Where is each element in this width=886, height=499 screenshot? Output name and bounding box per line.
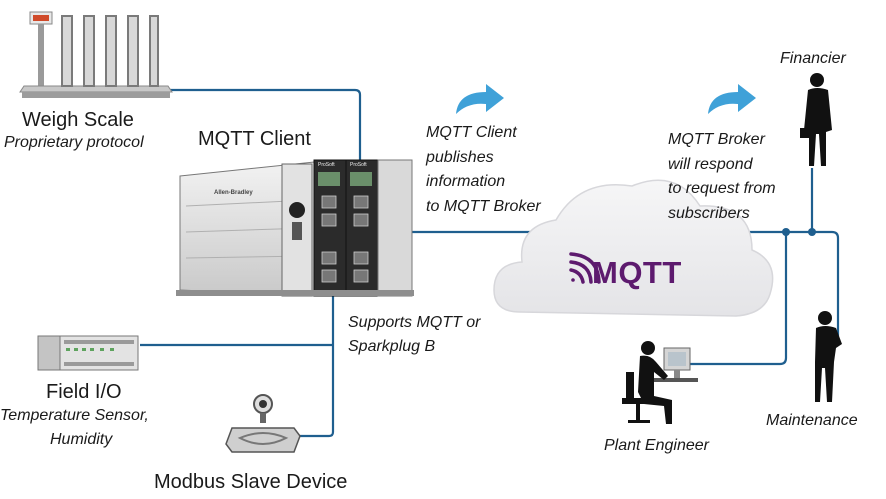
junction-dot	[808, 228, 816, 236]
line-to-engineer	[690, 232, 788, 366]
supports-note-line: Sparkplug B	[348, 338, 436, 355]
broker-note-line: MQTT Broker	[668, 131, 765, 148]
person-financier-icon	[800, 73, 832, 166]
curved-arrow-icon	[708, 84, 756, 114]
field-io-subtitle: Temperature Sensor,	[0, 407, 149, 424]
broker-note-line: subscribers	[668, 204, 750, 222]
line-plc-down	[290, 296, 335, 438]
field-io-title: Field I/O	[46, 381, 122, 403]
mqtt-wave-icon	[569, 252, 601, 284]
junction-dot	[782, 228, 790, 236]
module-brand-label: ProSoft	[350, 162, 367, 168]
plant-engineer-label: Plant Engineer	[604, 437, 709, 454]
plc-brand-label: Allen-Bradley	[214, 190, 253, 196]
weigh-scale-icon	[19, 11, 173, 98]
modbus-title: Modbus Slave Device	[154, 471, 348, 493]
publish-note: MQTT Client publishes information to MQT…	[426, 121, 541, 219]
weigh-scale-title: Weigh Scale	[22, 109, 134, 131]
supports-note: Supports MQTT or Sparkplug B	[348, 311, 480, 359]
maintenance-label: Maintenance	[766, 412, 858, 429]
financier-label: Financier	[780, 50, 846, 67]
broker-note-line: will respond	[668, 155, 753, 173]
person-maintenance-icon	[815, 311, 842, 402]
broker-note-line: to request from	[668, 180, 776, 197]
connection-lines	[140, 88, 840, 438]
io-module-icon	[37, 335, 139, 371]
publish-note-line: information	[426, 173, 506, 190]
mqtt-logo-text: MQTT	[592, 255, 682, 290]
mqtt-client-title: MQTT Client	[198, 128, 311, 150]
supports-note-line: Supports MQTT or	[348, 314, 481, 331]
plc-icon	[176, 159, 414, 297]
broker-note: MQTT Broker will respond to request from…	[668, 128, 776, 226]
module-brand-label: ProSoft	[318, 162, 335, 168]
publish-note-line: publishes	[426, 148, 494, 166]
weigh-scale-subtitle: Proprietary protocol	[4, 134, 144, 151]
curved-arrow-icon	[456, 84, 504, 114]
engineer-workstation-icon	[622, 341, 698, 424]
field-io-subtitle: Humidity	[50, 431, 113, 448]
cloud-icon	[493, 179, 774, 317]
line-cloud-to-subscribers	[688, 230, 840, 345]
line-scale-to-plc	[170, 88, 362, 162]
publish-note-line: MQTT Client	[426, 124, 517, 141]
publish-note-line: to MQTT Broker	[426, 197, 541, 215]
flow-meter-icon	[225, 394, 301, 453]
